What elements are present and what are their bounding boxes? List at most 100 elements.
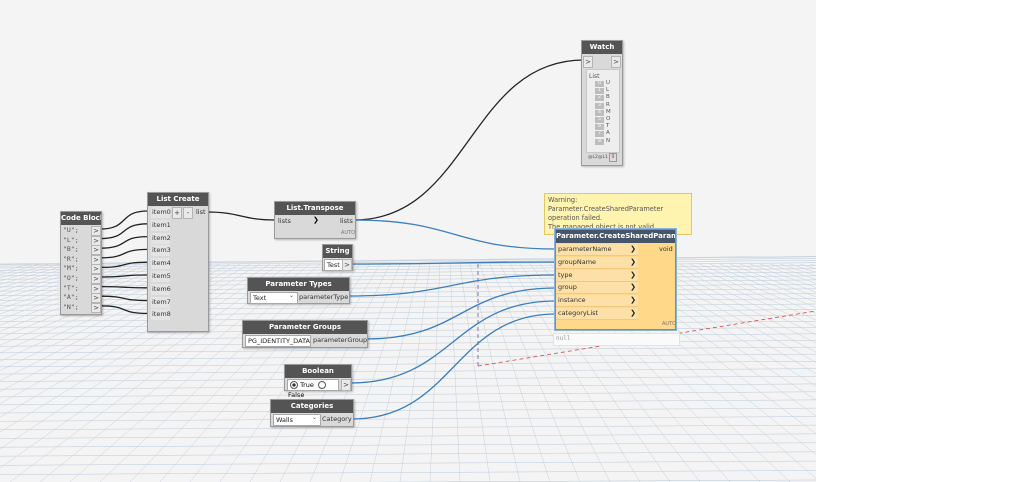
code-block-output-port[interactable]: > [91, 283, 101, 294]
code-line: "N"; [63, 302, 79, 311]
false-label: False [288, 391, 305, 399]
list-create-input-port[interactable]: item1 [151, 219, 171, 231]
list-create-input-port[interactable]: item7 [151, 296, 171, 308]
parameter-groups-dropdown[interactable]: PG_IDENTITY_DATA [245, 335, 311, 347]
watch-item-index: 2 [595, 95, 604, 102]
watch-footer-l1: @L1 [598, 155, 608, 160]
create-shared-parameter-lacing[interactable]: AUTO [662, 321, 677, 327]
input-port-label: instance [558, 296, 586, 305]
parameter-types-dropdown[interactable]: Text [250, 292, 298, 304]
list-create-output-port[interactable]: list [196, 208, 206, 216]
parameter-groups-output-port[interactable]: parameterGroup [313, 336, 368, 344]
list-create-input-port[interactable]: item0 [151, 207, 171, 218]
parameter-types-node[interactable]: Parameter Types Text ⌄ parameterType [247, 277, 350, 304]
create-shared-parameter-node[interactable]: Parameter.CreateSharedParameter paramete… [555, 229, 676, 330]
watch-item-index: 1 [595, 88, 604, 95]
warning-line-2: operation failed. [548, 214, 603, 222]
code-block-output-port[interactable]: > [91, 245, 101, 256]
list-create-input-port[interactable]: item5 [151, 271, 171, 282]
create-shared-parameter-input-port[interactable]: group ❯ [556, 282, 638, 295]
chevron-right-icon: ❯ [630, 283, 636, 292]
chevron-down-icon: ⌄ [289, 292, 295, 299]
list-transpose-title: List.Transpose [275, 202, 355, 215]
watch-item-value: U [606, 80, 611, 86]
boolean-node[interactable]: Boolean True False > [284, 364, 352, 399]
parameter-types-output-port[interactable]: parameterType [299, 293, 349, 301]
code-block-output-port[interactable]: > [91, 302, 101, 313]
string-value-input[interactable]: Test [324, 259, 343, 271]
chevron-right-icon: ❯ [630, 257, 636, 266]
add-input-button[interactable]: + [172, 207, 182, 219]
create-shared-parameter-output-port[interactable]: void [659, 245, 673, 253]
input-port-label: group [558, 283, 577, 292]
watch-output-port[interactable]: > [611, 56, 621, 68]
list-create-input-port[interactable]: item6 [151, 283, 171, 295]
watch-title: Watch [582, 41, 622, 54]
string-output-port[interactable]: > [342, 259, 352, 271]
create-shared-parameter-input-port[interactable]: type❯ [556, 269, 638, 282]
list-transpose-input-port[interactable]: lists [278, 217, 291, 225]
categories-dropdown[interactable]: Walls [273, 414, 321, 426]
list-transpose-output-port[interactable]: lists [340, 217, 353, 225]
preview-value: null [556, 335, 571, 342]
code-block-editor[interactable]: "U";"L";"B";"R";"M";"O";"T";"A";"N"; [61, 225, 91, 313]
parameter-groups-node[interactable]: Parameter Groups PG_IDENTITY_DATA ⌄ para… [242, 320, 368, 348]
warning-line-3: The managed object is not valid. [548, 223, 657, 231]
code-line: "R"; [63, 254, 79, 263]
list-transpose-input-arrow: ❯ [313, 216, 319, 224]
remove-input-button[interactable]: - [183, 207, 193, 219]
list-create-input-port[interactable]: item4 [151, 258, 171, 270]
create-shared-parameter-title: Parameter.CreateSharedParameter [556, 230, 675, 243]
watch-item-value: B [606, 94, 610, 101]
list-create-input-port[interactable]: item8 [151, 309, 171, 321]
code-block-output-port[interactable]: > [91, 254, 101, 265]
create-shared-parameter-input-port[interactable]: parameterName❯ [556, 244, 638, 256]
input-port-label: type [558, 270, 573, 279]
parameter-types-title: Parameter Types [248, 278, 349, 291]
code-block-output-port[interactable]: > [91, 264, 101, 275]
code-block-output-port[interactable]: > [91, 293, 101, 304]
watch-item-value: R [606, 101, 610, 108]
chevron-right-icon: ❯ [630, 296, 636, 305]
create-shared-parameter-input-port[interactable]: categoryList ❯ [556, 308, 638, 320]
false-radio[interactable] [317, 381, 326, 389]
watch-item-index: 0 [595, 81, 604, 87]
list-create-input-port[interactable]: item3 [151, 245, 171, 257]
list-create-input-port[interactable]: item2 [151, 232, 171, 244]
code-line: "B"; [63, 245, 79, 254]
warning-bubble[interactable]: Warning: Parameter.CreateSharedParameter… [544, 193, 692, 235]
code-line: "L"; [63, 235, 79, 244]
true-radio[interactable] [290, 381, 298, 389]
code-block-node[interactable]: Code Block "U";"L";"B";"R";"M";"O";"T";"… [60, 211, 102, 315]
string-node[interactable]: String Test > [322, 244, 353, 271]
chevron-right-icon: ❯ [630, 309, 636, 317]
watch-item-value: L [606, 87, 610, 94]
create-shared-parameter-input-port[interactable]: groupName❯ [556, 256, 638, 269]
watch-list-label: List [589, 73, 600, 80]
categories-output-port[interactable]: Category [322, 415, 352, 423]
input-port-label: categoryList [558, 309, 599, 317]
code-block-output-port[interactable]: > [91, 235, 101, 246]
code-line: "A"; [63, 293, 79, 302]
list-transpose-node[interactable]: List.Transpose lists ❯ lists AUTO [274, 201, 356, 239]
code-block-output-port[interactable]: > [91, 274, 101, 284]
code-line: "M"; [63, 264, 79, 273]
code-block-output-port[interactable]: > [91, 226, 101, 236]
create-shared-parameter-input-port[interactable]: instance ❯ [556, 295, 638, 308]
list-transpose-lacing[interactable]: AUTO [341, 230, 356, 236]
boolean-output-port[interactable]: > [341, 379, 351, 391]
watch-input-port[interactable]: > [583, 56, 593, 68]
categories-node[interactable]: Categories Walls ⌄ Category [270, 399, 354, 427]
boolean-title: Boolean [285, 365, 351, 378]
chevron-down-icon: ⌄ [312, 414, 318, 421]
connection-wires [99, 59, 585, 420]
